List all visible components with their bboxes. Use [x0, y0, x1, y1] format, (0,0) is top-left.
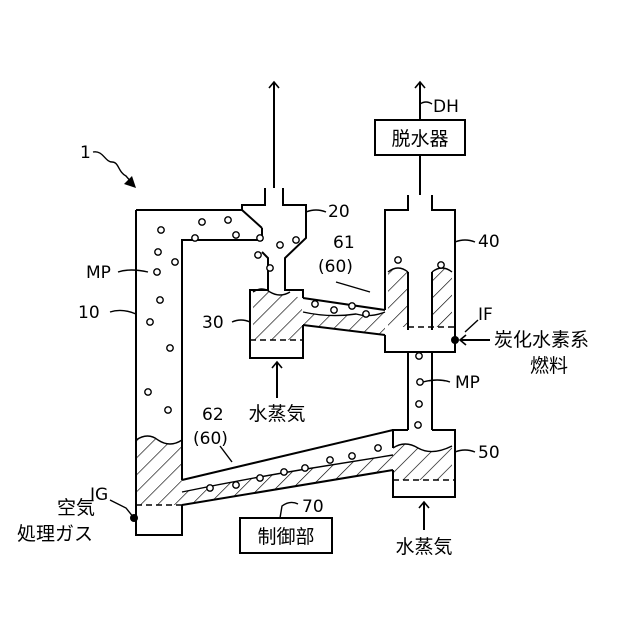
label-70: 70	[302, 497, 324, 517]
fuel-text-line2: 燃料	[530, 355, 568, 377]
vessel-30-bed	[253, 289, 302, 340]
label-40: 40	[478, 232, 500, 252]
label-mp-right: MP	[455, 373, 480, 393]
label-62: 62	[202, 405, 224, 425]
vessel-50	[393, 430, 475, 530]
leader-40	[455, 240, 475, 242]
label-mp-left: MP	[86, 263, 111, 283]
leader-dh	[420, 102, 432, 104]
controller-label: 制御部	[257, 526, 314, 548]
label-system-1: 1	[80, 143, 91, 163]
leader-10	[110, 310, 136, 314]
label-20: 20	[328, 202, 350, 222]
leader-50	[455, 450, 475, 452]
steam-text-30: 水蒸気	[248, 403, 305, 425]
label-dh: DH	[433, 97, 459, 117]
system-leader-arrowhead	[124, 176, 136, 188]
pipe-61	[303, 282, 385, 335]
label-if: IF	[478, 305, 493, 325]
air-text-line1: 空気	[57, 497, 95, 519]
label-30: 30	[202, 313, 224, 333]
leader-61	[336, 282, 370, 292]
label-50: 50	[478, 443, 500, 463]
dehydrator-box: 脱水器	[375, 82, 465, 155]
air-text-line2: 処理ガス	[17, 523, 93, 545]
vessel-10-bed	[136, 436, 182, 505]
label-10: 10	[78, 303, 100, 323]
label-62-group: (60)	[193, 429, 228, 449]
label-61: 61	[333, 233, 355, 253]
fuel-text-line1: 炭化水素系	[494, 329, 589, 351]
vessel-30	[232, 284, 303, 398]
label-61-group: (60)	[318, 257, 353, 277]
leader-ig	[110, 500, 134, 518]
leader-mp-right	[423, 380, 450, 382]
steam-text-50: 水蒸気	[395, 536, 452, 558]
leader-mp-left	[118, 270, 148, 272]
leader-30	[232, 320, 250, 322]
leader-if	[465, 320, 478, 332]
leader-70	[280, 502, 298, 518]
leader-20	[306, 210, 326, 212]
dehydrator-label: 脱水器	[391, 128, 448, 150]
system-leader-line	[93, 152, 133, 184]
if-point	[451, 336, 459, 344]
